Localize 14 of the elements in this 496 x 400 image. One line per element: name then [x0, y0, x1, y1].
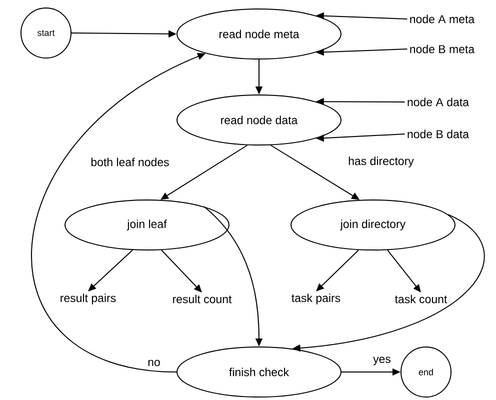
edge-label: yes	[372, 356, 392, 366]
edge-label: no	[146, 358, 162, 368]
data-label: task pairs	[292, 294, 340, 304]
arrow	[88, 250, 133, 292]
edge-label: both leaf nodes	[90, 156, 170, 168]
arrow	[316, 250, 359, 292]
edge-label: has directory	[347, 156, 415, 168]
data-label: result count	[173, 294, 232, 304]
data-label: node A meta	[410, 14, 475, 24]
data-label: node A data	[408, 98, 469, 106]
data-label: task count	[394, 294, 448, 304]
data-label: node B data	[408, 130, 469, 138]
data-label: result pairs	[60, 294, 116, 304]
data-label: node B meta	[410, 44, 475, 54]
